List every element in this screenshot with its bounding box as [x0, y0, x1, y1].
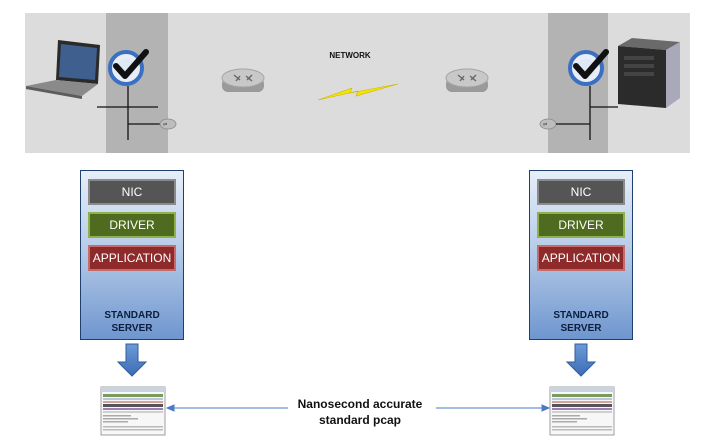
- right-pointer-arrow: [436, 404, 551, 412]
- capture-check-icon: [568, 49, 609, 86]
- svg-text:⇄: ⇄: [543, 122, 547, 128]
- left-wiring: [97, 86, 160, 140]
- pcap-caption: Nanosecond accurate standard pcap: [270, 396, 450, 428]
- network-label: NETWORK: [329, 51, 371, 60]
- driver-layer: DRIVER: [537, 212, 625, 238]
- small-tap-icon: ⇄: [159, 118, 177, 130]
- lightning-bolt-icon: [317, 83, 399, 101]
- laptop-icon: [26, 40, 100, 99]
- down-arrow-icon: [565, 343, 597, 377]
- server-label-line1: STANDARD: [104, 310, 160, 321]
- capture-check-icon: [108, 49, 149, 86]
- network-graphics: ⇄ ⇄: [26, 38, 680, 140]
- pcap-screenshot-icon: [549, 386, 615, 436]
- pcap-graphics: [100, 343, 615, 436]
- server-label-line2: SERVER: [111, 323, 153, 334]
- router-icon: [445, 68, 489, 92]
- caption-line1: Nanosecond accurate: [297, 397, 423, 411]
- server-tower-icon: [618, 38, 680, 108]
- server-label-line1: STANDARD: [553, 310, 609, 321]
- server-label: STANDARD SERVER: [81, 309, 183, 335]
- right-wiring: [556, 86, 618, 140]
- driver-layer: DRIVER: [88, 212, 176, 238]
- left-server-stack: NIC DRIVER APPLICATION STANDARD SERVER: [80, 170, 184, 340]
- application-layer: APPLICATION: [88, 245, 176, 271]
- nic-layer: NIC: [88, 179, 176, 205]
- small-tap-icon: ⇄: [539, 118, 557, 130]
- application-layer: APPLICATION: [537, 245, 625, 271]
- left-pointer-arrow: [165, 404, 288, 412]
- server-label: STANDARD SERVER: [530, 309, 632, 335]
- right-server-stack: NIC DRIVER APPLICATION STANDARD SERVER: [529, 170, 633, 340]
- svg-text:⇄: ⇄: [163, 122, 167, 128]
- nic-layer: NIC: [537, 179, 625, 205]
- caption-line2: standard pcap: [318, 413, 402, 427]
- router-icon: [221, 68, 265, 92]
- down-arrow-icon: [116, 343, 148, 377]
- server-label-line2: SERVER: [560, 323, 602, 334]
- pcap-screenshot-icon: [100, 386, 166, 436]
